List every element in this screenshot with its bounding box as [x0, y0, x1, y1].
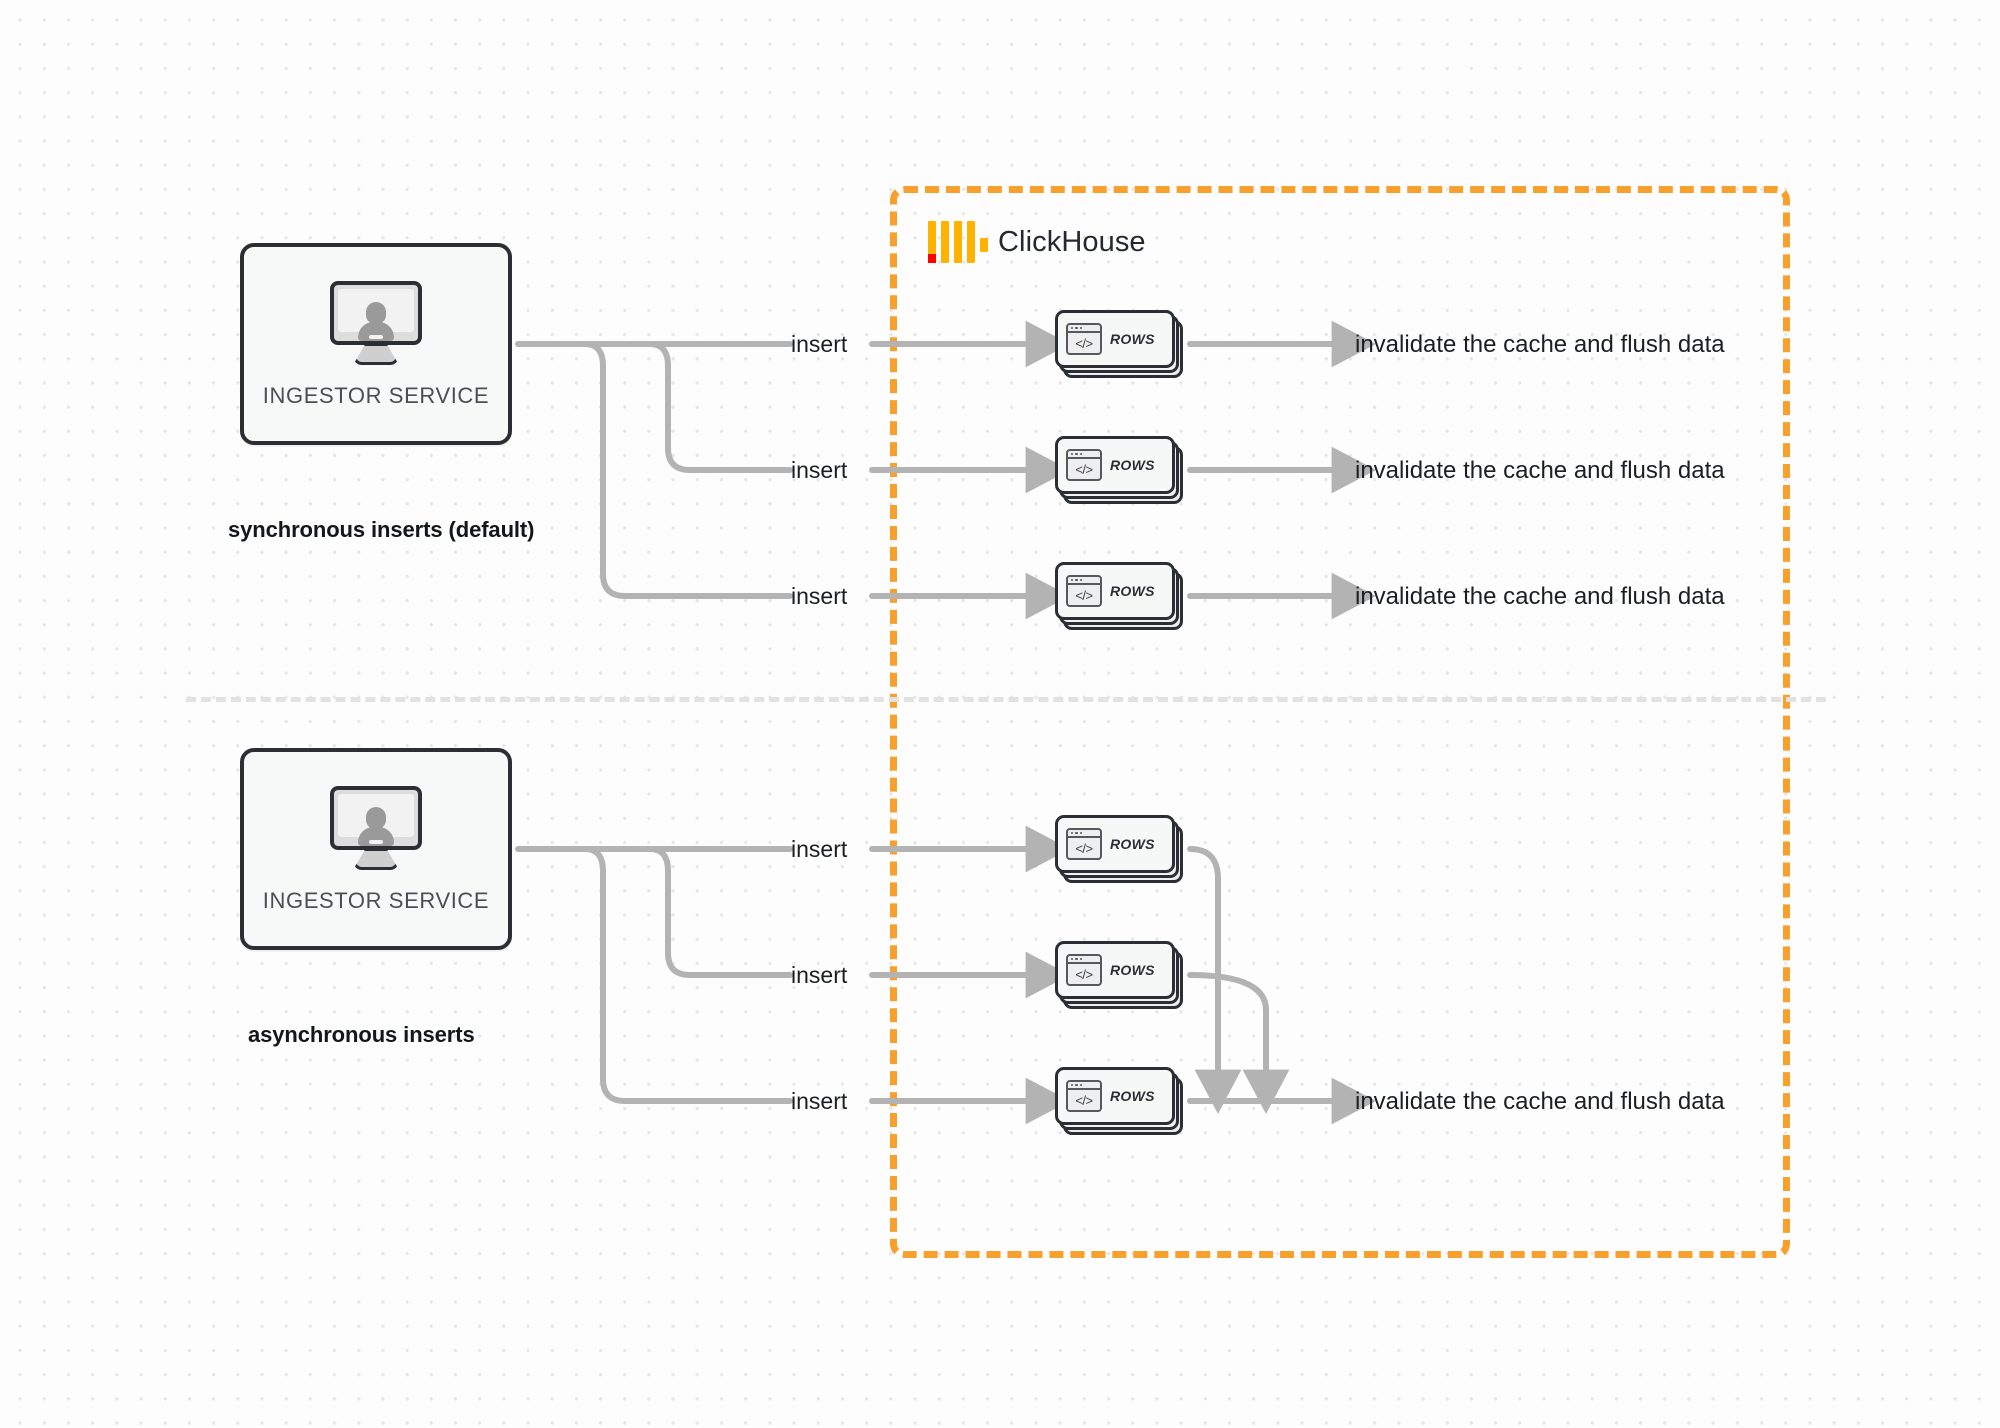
code-glyph: </>: [1075, 1092, 1093, 1108]
user-head: [366, 302, 386, 324]
rows-sheet-front: </> ROWS: [1055, 815, 1175, 873]
code-window-titlebar: [1068, 956, 1100, 964]
insert-label-async-1: insert: [791, 836, 848, 862]
code-window-icon: </>: [1066, 1080, 1102, 1112]
rows-node-sync-3[interactable]: </> ROWS: [1055, 562, 1183, 630]
caption-async: asynchronous inserts: [248, 1022, 475, 1047]
result-label-sync-2: invalidate the cache and flush data: [1355, 457, 1725, 484]
code-window-titlebar: [1068, 1082, 1100, 1090]
clickhouse-label: ClickHouse: [998, 225, 1146, 258]
ingestor-service-async[interactable]: INGESTOR SERVICE: [240, 748, 512, 950]
monitor-user-icon: [330, 786, 422, 870]
result-label-sync-3: invalidate the cache and flush data: [1355, 583, 1725, 610]
monitor-screen: [330, 786, 422, 850]
code-window-titlebar: [1068, 577, 1100, 585]
monitor-screen: [330, 281, 422, 345]
rows-label: ROWS: [1110, 583, 1155, 599]
user-shoulders: [358, 827, 394, 846]
clickhouse-region: [890, 186, 1790, 1258]
code-window-icon: </>: [1066, 575, 1102, 607]
rows-label: ROWS: [1110, 457, 1155, 473]
code-window-icon: </>: [1066, 323, 1102, 355]
caption-sync: synchronous inserts (default): [228, 517, 535, 542]
rows-sheet-front: </> ROWS: [1055, 941, 1175, 999]
monitor-notch: [369, 335, 383, 339]
monitor-stand: [353, 343, 399, 365]
code-glyph: </>: [1075, 335, 1093, 351]
clickhouse-logo-icon: [928, 221, 988, 263]
code-window-icon: </>: [1066, 828, 1102, 860]
monitor-inner: [338, 289, 414, 341]
rows-node-sync-2[interactable]: </> ROWS: [1055, 436, 1183, 504]
code-glyph: </>: [1075, 840, 1093, 856]
section-divider: [186, 697, 1826, 702]
insert-label-sync-2: insert: [791, 457, 848, 483]
rows-sheet-front: </> ROWS: [1055, 1067, 1175, 1125]
rows-label: ROWS: [1110, 836, 1155, 852]
monitor-inner: [338, 794, 414, 846]
ingestor-service-sync[interactable]: INGESTOR SERVICE: [240, 243, 512, 445]
code-window-icon: </>: [1066, 449, 1102, 481]
code-window-titlebar: [1068, 325, 1100, 333]
rows-sheet-front: </> ROWS: [1055, 562, 1175, 620]
insert-label-async-3: insert: [791, 1088, 848, 1114]
user-shoulders: [358, 322, 394, 341]
clickhouse-brand: ClickHouse: [928, 221, 1146, 263]
ingestor-service-label-sync: INGESTOR SERVICE: [262, 383, 490, 408]
rows-node-async-1[interactable]: </> ROWS: [1055, 815, 1183, 883]
rows-label: ROWS: [1110, 962, 1155, 978]
clickhouse-logo-red-dot: [928, 254, 936, 263]
code-window-icon: </>: [1066, 954, 1102, 986]
rows-node-sync-1[interactable]: </> ROWS: [1055, 310, 1183, 378]
result-label-async-merged: invalidate the cache and flush data: [1355, 1088, 1725, 1115]
monitor-stand: [353, 848, 399, 870]
code-window-titlebar: [1068, 830, 1100, 838]
insert-label-sync-1: insert: [791, 331, 848, 357]
result-label-sync-1: invalidate the cache and flush data: [1355, 331, 1725, 358]
monitor-user-icon: [330, 281, 422, 365]
rows-label: ROWS: [1110, 331, 1155, 347]
insert-label-async-2: insert: [791, 962, 848, 988]
rows-node-async-2[interactable]: </> ROWS: [1055, 941, 1183, 1009]
code-glyph: </>: [1075, 461, 1093, 477]
code-window-titlebar: [1068, 451, 1100, 459]
code-glyph: </>: [1075, 966, 1093, 982]
rows-label: ROWS: [1110, 1088, 1155, 1104]
rows-sheet-front: </> ROWS: [1055, 436, 1175, 494]
monitor-notch: [369, 840, 383, 844]
ingestor-service-label-async: INGESTOR SERVICE: [262, 888, 490, 913]
insert-label-sync-3: insert: [791, 583, 848, 609]
rows-sheet-front: </> ROWS: [1055, 310, 1175, 368]
rows-node-async-3[interactable]: </> ROWS: [1055, 1067, 1183, 1135]
code-glyph: </>: [1075, 587, 1093, 603]
user-head: [366, 807, 386, 829]
